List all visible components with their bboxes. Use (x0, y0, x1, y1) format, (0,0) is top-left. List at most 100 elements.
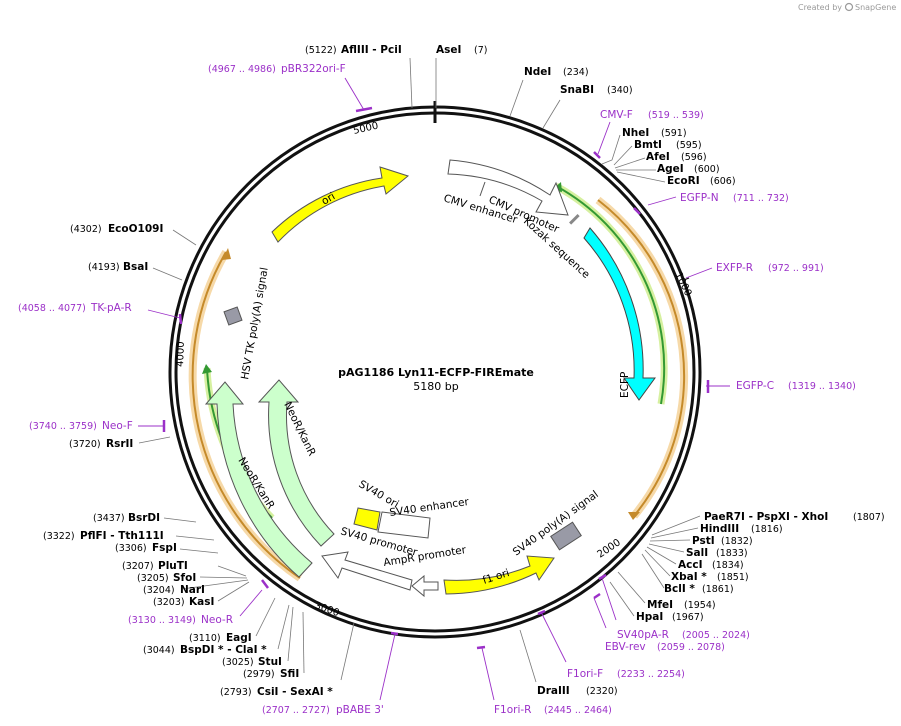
marker-f1ori-f (537, 609, 546, 616)
primer-name: Neo-R (201, 614, 233, 626)
site-pos: (1833) (716, 548, 748, 559)
site-csii[interactable]: (2793) CsiI - SexAI * (220, 686, 333, 698)
tick-5000: 5000 (352, 120, 379, 136)
orange-arc-right (597, 199, 686, 517)
site-name: FspI (152, 542, 177, 554)
site-ecori[interactable]: EcoRI (606) (667, 175, 736, 187)
site-afei[interactable]: AfeI (596) (646, 151, 707, 163)
site-eagi[interactable]: (3110) EagI (189, 632, 252, 644)
primer-sv40pa-r[interactable]: SV40pA-R (2005 .. 2024) (617, 629, 750, 641)
site-ecoo109i[interactable]: (4302) EcoO109I (70, 223, 163, 235)
site-bsai[interactable]: (4193) BsaI (88, 261, 148, 273)
marker-pbabe3 (390, 631, 399, 636)
primer-cmv-f[interactable]: CMV-F (519 .. 539) (600, 109, 704, 121)
leader-ndeI (509, 79, 524, 117)
site-sfii[interactable]: (2979) SfiI (243, 668, 299, 680)
primer-f1ori-r[interactable]: F1ori-R (2445 .. 2464) (494, 704, 612, 716)
site-pflfi[interactable]: (3322) PflFI - Tth111I (43, 530, 164, 542)
site-kasi[interactable]: (3203) KasI (153, 596, 214, 608)
site-agei[interactable]: AgeI (600) (657, 163, 720, 175)
site-name: MfeI (647, 599, 673, 611)
site-fspi[interactable]: (3306) FspI (115, 542, 177, 554)
site-pluti[interactable]: (3207) PluTI (122, 560, 188, 572)
site-pos: (4193) (88, 262, 120, 273)
site-pos: (600) (694, 164, 720, 175)
site-xbai[interactable]: XbaI * (1851) (671, 571, 749, 583)
site-asei[interactable]: AseI (7) (436, 44, 487, 56)
sv40-ori-feature[interactable] (353, 507, 381, 531)
primer-egfp-c[interactable]: EGFP-C (1319 .. 1340) (736, 380, 856, 392)
site-acci[interactable]: AccI (1834) (678, 559, 744, 571)
site-sali[interactable]: SalI (1833) (686, 547, 748, 559)
primer-f1ori-f[interactable]: F1ori-F (2233 .. 2254) (567, 668, 685, 680)
site-stui[interactable]: (3025) StuI (222, 656, 282, 668)
cmv-feature[interactable] (447, 159, 569, 216)
hsv-tk-polya-feature[interactable] (223, 306, 243, 326)
site-name: NdeI (524, 66, 551, 78)
leader-pluti (217, 565, 247, 577)
leader-tk-pa-r (147, 309, 181, 319)
site-sfoi[interactable]: (3205) SfoI (137, 572, 196, 584)
site-pos: (2979) (243, 669, 275, 680)
primer-pbabe3[interactable]: (2707 .. 2727) pBABE 3' (262, 704, 384, 716)
site-psti[interactable]: PstI (1832) (692, 535, 753, 547)
credit-created-by: Created by (798, 3, 842, 12)
site-bmti[interactable]: BmtI (595) (634, 139, 702, 151)
site-name: AflIII - PciI (341, 44, 402, 56)
site-pos: (5122) (305, 45, 337, 56)
primer-neo-r[interactable]: (3130 .. 3149) Neo-R (128, 614, 233, 626)
leader-snabi (542, 99, 561, 129)
leader-sali (648, 543, 685, 553)
neor-outer-feature[interactable] (204, 381, 313, 578)
sv40-enhancer-feature[interactable] (377, 511, 431, 539)
site-bsrdi[interactable]: (3437) BsrDI (93, 512, 160, 524)
primer-ebv-rev[interactable]: EBV-rev (2059 .. 2078) (605, 641, 725, 653)
cmv-divider (479, 181, 486, 197)
site-nari[interactable]: (3204) NarI (143, 584, 205, 596)
primer-name: SV40pA-R (617, 629, 669, 641)
site-hpai[interactable]: HpaI (1967) (636, 611, 704, 623)
primer-exfp-r[interactable]: EXFP-R (972 .. 991) (716, 262, 824, 274)
site-paer7i[interactable]: PaeR7I - PspXI - XhoI (1807) (704, 511, 885, 523)
site-ndei[interactable]: NdeI (234) (524, 66, 589, 78)
primer-egfp-n[interactable]: EGFP-N (711 .. 732) (680, 192, 789, 204)
ori-feature[interactable] (271, 166, 410, 243)
leader-nhei (601, 134, 621, 165)
sv40-polya-feature[interactable] (550, 521, 582, 551)
site-pos: (595) (676, 140, 702, 151)
site-pos: (1832) (721, 536, 753, 547)
primer-neo-f[interactable]: (3740 .. 3759) Neo-F (29, 420, 133, 432)
marker-ebv-rev (593, 592, 601, 600)
site-nhei[interactable]: NheI (591) (622, 127, 687, 139)
site-aflIII[interactable]: (5122) AflIII - PciI (305, 44, 402, 56)
site-bspdi[interactable]: (3044) BspDI * - ClaI * (143, 644, 267, 656)
site-bcli[interactable]: BclI * (1861) (664, 583, 734, 595)
primer-range: (4058 .. 4077) (18, 303, 86, 314)
sv40-promoter-feature[interactable] (321, 551, 413, 591)
ampr-promoter-feature[interactable] (411, 574, 439, 598)
site-mfei[interactable]: MfeI (1954) (647, 599, 716, 611)
site-pos: (3204) (143, 585, 175, 596)
leader-paer7i (651, 515, 701, 536)
neor-inner-feature[interactable] (257, 379, 335, 547)
marker-neo-r (261, 579, 269, 589)
primer-pbr322ori-f[interactable]: (4967 .. 4986) pBR322ori-F (208, 63, 346, 75)
leader-sfoi (199, 576, 248, 579)
primer-tk-pa-r[interactable]: (4058 .. 4077) TK-pA-R (18, 302, 132, 314)
site-hindiii[interactable]: HindIII (1816) (700, 523, 783, 535)
f1-ori-feature[interactable] (443, 555, 555, 595)
snapgene-logo-icon (844, 2, 854, 12)
marker-tk-pa-r (178, 313, 183, 325)
site-pos: (234) (563, 67, 589, 78)
primer-labels: (4967 .. 4986) pBR322ori-F CMV-F (519 ..… (18, 63, 856, 716)
site-draiii[interactable]: DraIII (2320) (537, 685, 618, 697)
primer-name: pBABE 3' (336, 704, 384, 716)
plasmid-length: 5180 bp (413, 380, 458, 393)
site-pos: (1967) (672, 612, 704, 623)
site-name: NheI (622, 127, 649, 139)
site-snabi[interactable]: SnaBI (340) (560, 84, 633, 96)
kozak-feature[interactable] (569, 214, 580, 225)
leader-egfp-n (647, 196, 677, 206)
site-rsrii[interactable]: (3720) RsrII (69, 438, 133, 450)
ecfp-feature[interactable] (583, 227, 656, 401)
